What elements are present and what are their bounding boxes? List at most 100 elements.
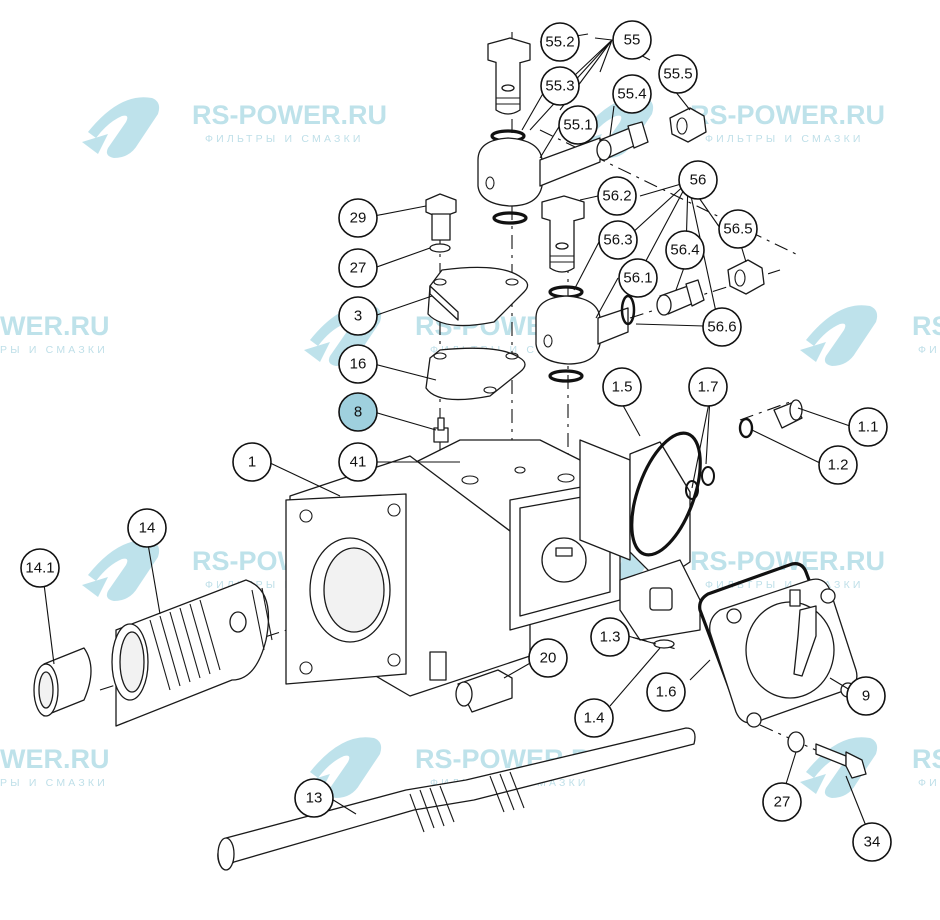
callout-label: 55.5 — [663, 66, 692, 83]
callout-1-2: 1.2 — [818, 445, 858, 485]
callout-8: 8 — [338, 392, 378, 432]
callout-1-4: 1.4 — [574, 698, 614, 738]
main-housing-1 — [285, 439, 701, 697]
callout-circle — [646, 672, 686, 712]
callout-56-6: 56.6 — [702, 307, 742, 347]
callout-label: 55.3 — [545, 78, 574, 95]
o-ring-1-2 — [738, 417, 754, 439]
callout-label: 41 — [350, 454, 367, 471]
bolt-29 — [425, 193, 457, 241]
snap-ring-1-3 — [653, 639, 675, 649]
callout-1-5: 1.5 — [602, 367, 642, 407]
callout-circle — [338, 248, 378, 288]
callout-circle — [688, 367, 728, 407]
callout-circle — [618, 258, 658, 298]
watermark-brand: RS-POWER.RU — [192, 100, 387, 130]
filter-cover-9 — [709, 578, 858, 728]
bolt-34 — [815, 743, 867, 779]
callout-56-1: 56.1 — [618, 258, 658, 298]
callout-55-5: 55.5 — [658, 54, 698, 94]
union-fitting-55-4 — [596, 121, 649, 161]
callout-label: 56.2 — [602, 188, 631, 205]
callout-circle — [852, 822, 892, 862]
drop-ring-icon — [82, 97, 160, 158]
callout-55-2: 55.2 — [540, 22, 580, 62]
callout-label: 3 — [354, 308, 362, 325]
callout-circle — [338, 344, 378, 384]
callout-circle — [338, 296, 378, 336]
callout-label: 1.3 — [600, 629, 621, 646]
watermark-tagline: ФИЛЬТРЫ И СМАЗКИ — [205, 133, 364, 145]
banjo-body-55-1 — [477, 137, 601, 207]
drop-ring-icon — [800, 737, 878, 798]
callout-55-3: 55.3 — [540, 66, 580, 106]
parts-layer — [33, 37, 867, 871]
callout-circle — [612, 74, 652, 114]
callout-label: 1.6 — [656, 684, 677, 701]
watermark-bottom-right: RS ФИ — [800, 737, 940, 798]
callout-circle — [762, 782, 802, 822]
callout-label: 55.1 — [563, 117, 592, 134]
callout-1: 1 — [232, 442, 272, 482]
callout-20: 20 — [528, 638, 568, 678]
washer-27-top — [429, 243, 451, 253]
callout-27: 27 — [338, 248, 378, 288]
callout-41: 41 — [338, 442, 378, 482]
seal-ring-56-6 — [620, 294, 636, 326]
callout-label: 1.5 — [612, 379, 633, 396]
callout-56: 56 — [678, 160, 718, 200]
callout-label: 16 — [350, 356, 367, 373]
watermark-mid-right: RS ФИ — [800, 305, 940, 366]
threaded-sleeve-14 — [111, 579, 273, 727]
fitting-8 — [433, 417, 449, 443]
callout-circle — [602, 367, 642, 407]
callout-label: 27 — [774, 794, 791, 811]
callout-label: 56.5 — [723, 221, 752, 238]
callout-label: 1.1 — [858, 419, 879, 436]
callout-label: 20 — [540, 650, 557, 667]
banjo-body-56-1 — [535, 295, 629, 365]
callout-circle — [702, 307, 742, 347]
nut-14-1 — [33, 647, 92, 717]
callout-34: 34 — [852, 822, 892, 862]
callout-label: 1.4 — [584, 710, 605, 727]
banjo-bolt-55-2 — [487, 37, 531, 115]
watermark-bottom-left: WER.RU РЫ И СМАЗКИ — [0, 744, 110, 789]
watermark-top-left: RS-POWER.RU ФИЛЬТРЫ И СМАЗКИ — [82, 97, 387, 158]
watermark-brand-partial: WER.RU — [0, 744, 110, 774]
callout-circle — [718, 209, 758, 249]
callout-56-3: 56.3 — [598, 220, 638, 260]
callout-label: 9 — [862, 688, 870, 705]
callout-label: 14.1 — [25, 560, 54, 577]
watermark-layer: RS-POWER.RU ФИЛЬТРЫ И СМАЗКИ RS-POWER.RU… — [0, 97, 940, 798]
o-ring-1-5 — [630, 431, 702, 557]
callout-circle — [678, 160, 718, 200]
callout-circle — [590, 617, 630, 657]
callout-label: 55.2 — [545, 34, 574, 51]
watermark-tagline-partial: РЫ И СМАЗКИ — [0, 344, 108, 356]
callout-label: 29 — [350, 210, 367, 227]
watermark-brand-right-partial: RS — [912, 311, 940, 341]
shaft-13 — [217, 727, 696, 871]
nut-55-5 — [669, 107, 707, 143]
callout-circle — [528, 638, 568, 678]
watermark-tagline: ФИЛЬТРЫ И СМАЗКИ — [705, 133, 864, 145]
watermark-brand: RS-POWER.RU — [690, 100, 885, 130]
callout-27: 27 — [762, 782, 802, 822]
callout-1-3: 1.3 — [590, 617, 630, 657]
callouts-layer: 55.2 55 55.3 55.4 55.5 55.1 56 56.2 56.3 56.4 56.5… — [20, 20, 892, 862]
plug-20 — [455, 669, 513, 713]
callout-3: 3 — [338, 296, 378, 336]
callout-56-2: 56.2 — [597, 176, 637, 216]
callout-circle — [848, 407, 888, 447]
callout-label: 34 — [864, 834, 881, 851]
callout-label: 55.4 — [617, 86, 646, 103]
callout-circle — [338, 442, 378, 482]
callout-label: 55 — [624, 32, 641, 49]
callout-label: 14 — [139, 520, 156, 537]
seal-ring-56-3-lower — [548, 369, 584, 383]
callout-label: 56.4 — [670, 242, 699, 259]
callout-label: 1 — [248, 454, 256, 471]
seal-ring-55-3-lower — [492, 211, 528, 225]
